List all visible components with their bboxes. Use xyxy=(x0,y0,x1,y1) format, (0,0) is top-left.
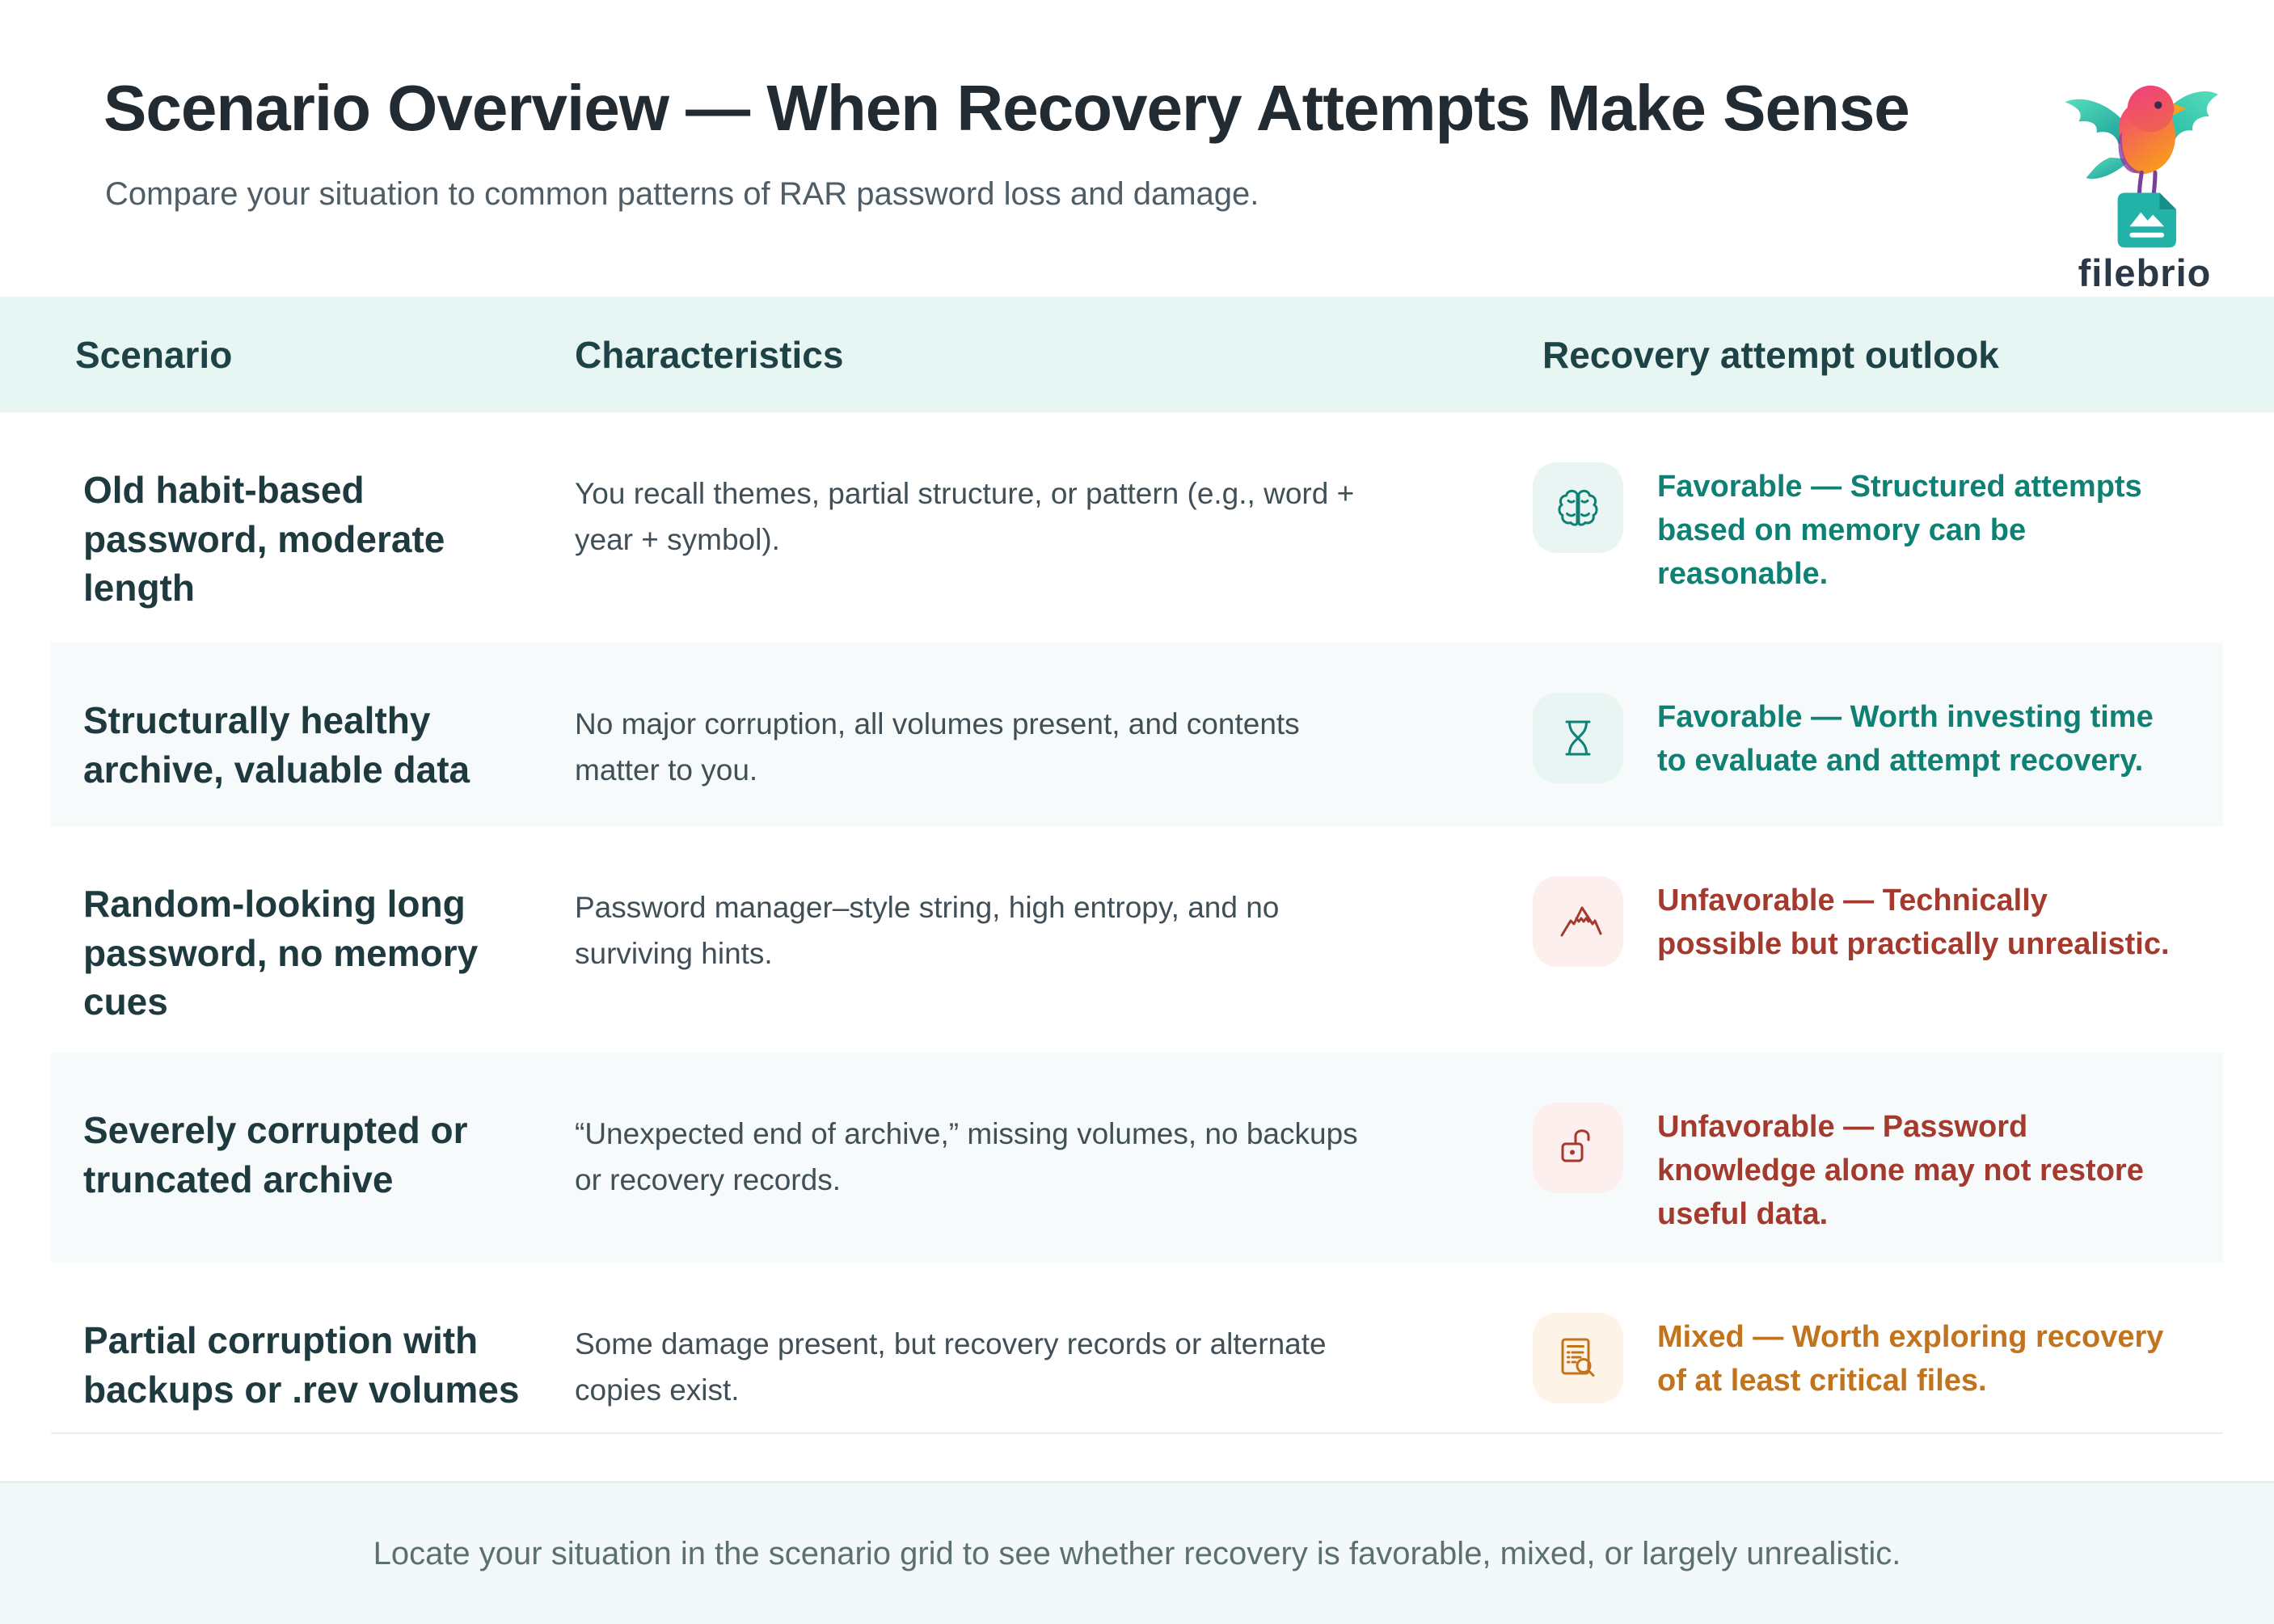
scenario-cell: Old habit-based password, moderate lengt… xyxy=(83,469,445,610)
characteristics-cell: You recall themes, partial structure, or… xyxy=(575,477,1355,557)
characteristics-cell: No major corruption, all volumes present… xyxy=(575,707,1300,787)
table-header-row: Scenario Characteristics Recovery attemp… xyxy=(0,333,2274,377)
characteristics-cell: Password manager–style string, high entr… xyxy=(575,891,1280,971)
brain-icon xyxy=(1558,490,1598,526)
outlook-cell: Mixed — Worth exploring recovery of at l… xyxy=(1504,1263,2223,1432)
outlook-cell: Unfavorable — Password knowledge alone m… xyxy=(1504,1052,2223,1263)
outlook-icon-chip xyxy=(1533,1313,1623,1403)
column-header-scenario: Scenario xyxy=(75,333,233,376)
page-title: Scenario Overview — When Recovery Attemp… xyxy=(103,72,1910,144)
unlocked-padlock-icon xyxy=(1561,1129,1590,1162)
table-row: Structurally healthy archive, valuable d… xyxy=(51,643,2223,826)
outlook-text: Favorable — Worth investing time to eval… xyxy=(1657,700,2154,778)
footer-note: Locate your situation in the scenario gr… xyxy=(373,1535,1901,1571)
outlook-text: Unfavorable — Password knowledge alone m… xyxy=(1657,1110,2144,1231)
table-row: Old habit-based password, moderate lengt… xyxy=(51,412,2223,643)
page-subtitle: Compare your situation to common pattern… xyxy=(105,176,1259,212)
outlook-text: Mixed — Worth exploring recovery of at l… xyxy=(1657,1320,2164,1398)
table-row: Partial corruption with backups or .rev … xyxy=(51,1263,2223,1432)
scenario-cell: Structurally healthy archive, valuable d… xyxy=(83,699,470,791)
table-header-band: Scenario Characteristics Recovery attemp… xyxy=(0,297,2274,412)
outlook-icon-chip xyxy=(1533,693,1623,783)
outlook-cell: Unfavorable — Technically possible but p… xyxy=(1504,826,2223,1052)
outlook-cell: Favorable — Worth investing time to eval… xyxy=(1504,643,2223,826)
page-footer: Locate your situation in the scenario gr… xyxy=(0,1481,2274,1624)
brand-name: filebrio xyxy=(2078,251,2212,294)
scenario-cell: Partial corruption with backups or .rev … xyxy=(83,1319,520,1411)
outlook-icon-chip xyxy=(1533,876,1623,967)
column-header-outlook: Recovery attempt outlook xyxy=(1542,333,1999,376)
hourglass-icon xyxy=(1565,720,1591,756)
table-bottom-divider xyxy=(51,1432,2223,1434)
outlook-icon-chip xyxy=(1533,462,1623,553)
column-header-characteristics: Characteristics xyxy=(575,333,844,376)
outlook-icon-chip xyxy=(1533,1103,1623,1193)
characteristics-cell: Some damage present, but recovery record… xyxy=(575,1327,1327,1407)
outlook-text: Favorable — Structured attempts based on… xyxy=(1657,470,2142,591)
spacer xyxy=(0,1434,2274,1481)
outlook-cell: Favorable — Structured attempts based on… xyxy=(1504,412,2223,643)
mountain-icon xyxy=(1560,906,1602,937)
scenario-cell: Random-looking long password, no memory … xyxy=(83,883,479,1023)
table-row: Random-looking long password, no memory … xyxy=(51,826,2223,1052)
characteristics-cell: “Unexpected end of archive,” missing vol… xyxy=(575,1117,1358,1197)
document-search-icon xyxy=(1561,1338,1595,1377)
scenario-cell: Severely corrupted or truncated archive xyxy=(83,1109,468,1200)
page-header: Scenario Overview — When Recovery Attemp… xyxy=(0,0,2274,297)
filebrio-bird-logo xyxy=(2065,85,2218,248)
table-row: Severely corrupted or truncated archive … xyxy=(51,1052,2223,1263)
brand-logo: filebrio xyxy=(2053,63,2237,295)
outlook-text: Unfavorable — Technically possible but p… xyxy=(1657,884,2170,961)
table-body: Old habit-based password, moderate lengt… xyxy=(0,412,2274,1432)
